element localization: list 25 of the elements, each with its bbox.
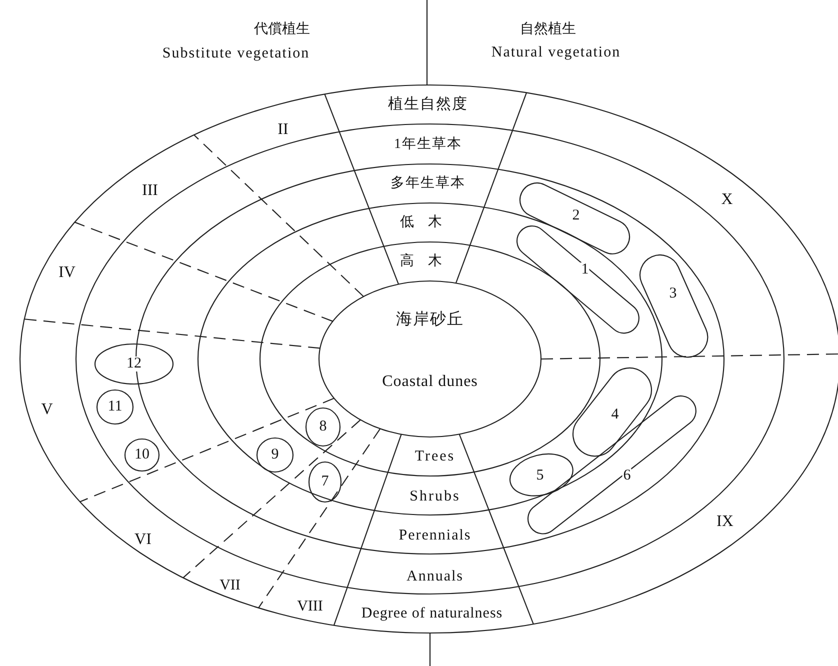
zone-numeral: IV [58, 265, 76, 281]
ring-label: Shrubs [410, 490, 460, 504]
zone-numeral: II [278, 122, 288, 138]
heading: Natural vegetation [491, 46, 621, 60]
zone-numeral: X [721, 192, 733, 208]
zone-numeral: IX [716, 514, 734, 530]
ring-label: 1年生草本 [394, 138, 462, 152]
zone-numeral: III [142, 183, 158, 199]
zone-numeral: V [41, 402, 53, 418]
heading: 代償植生 [254, 23, 310, 37]
ring-label: Perennials [398, 528, 472, 544]
ring-label: Trees [414, 450, 456, 464]
ring-label: 多年生草本 [390, 177, 466, 191]
heading: Substitute vegetation [162, 46, 310, 62]
ring-label: 植生自然度 [388, 98, 468, 112]
ring-label: Annuals [406, 570, 464, 584]
zone-numeral: VIII [297, 600, 323, 614]
zone-numeral: VII [220, 578, 240, 594]
zone-numeral: VI [134, 532, 152, 548]
heading: 自然植生 [520, 23, 576, 37]
ring-label: Degree of naturalness [361, 606, 503, 622]
ring-label: 高木 [400, 255, 456, 269]
zone-label: 海岸砂丘 [395, 312, 465, 328]
region-number: 12 [126, 356, 142, 372]
ring-label: 低木 [400, 216, 456, 230]
